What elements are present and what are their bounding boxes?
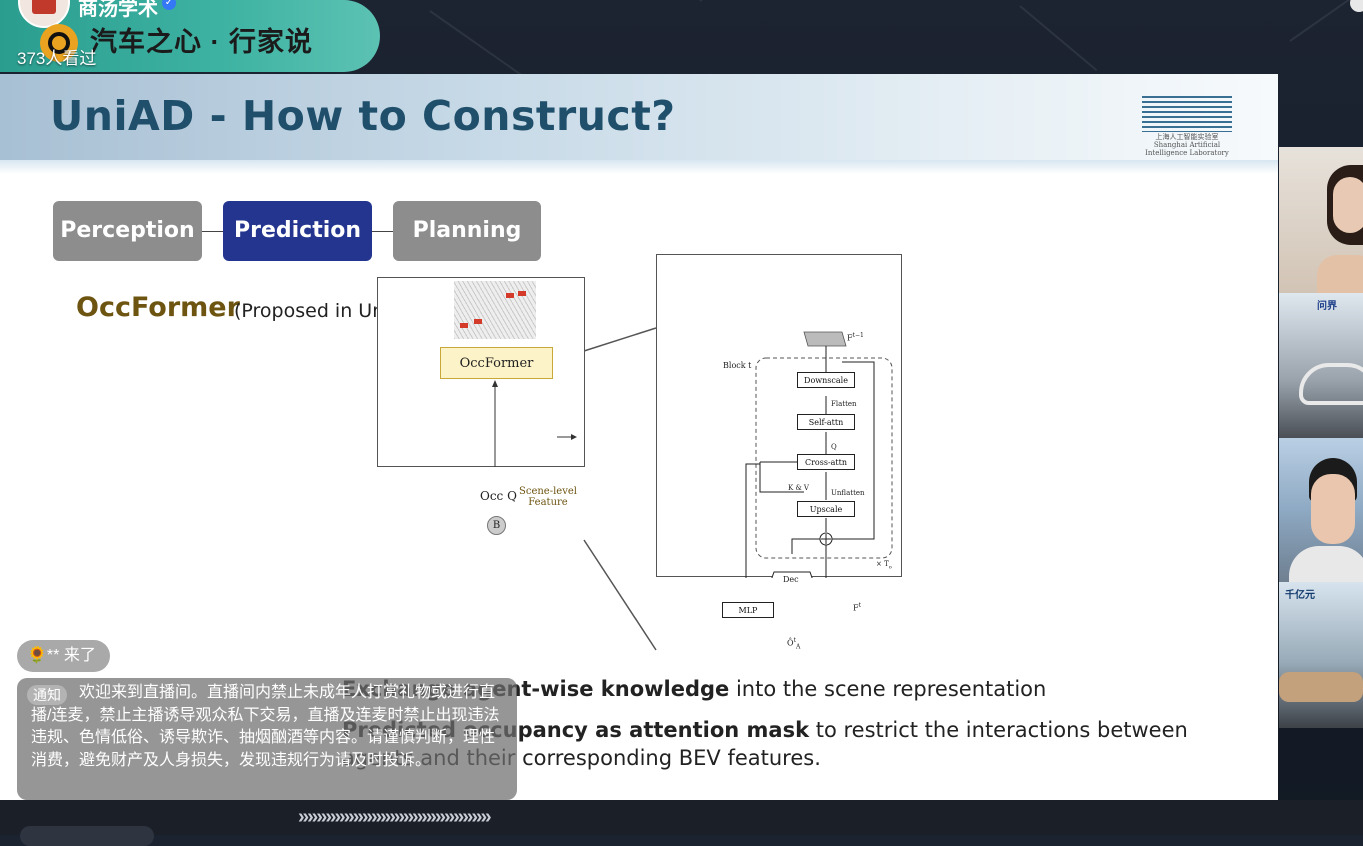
- occ-q-label: Occ Q: [480, 489, 517, 503]
- guest-camera-feed: [1279, 438, 1363, 582]
- sunflower-icon: 🌻: [27, 647, 47, 664]
- o-output-sub: A: [795, 643, 801, 651]
- presenter-shoulder: [1317, 255, 1363, 293]
- o-output-sup: t: [793, 637, 796, 644]
- f-output-label: Ft: [853, 602, 861, 613]
- b-node: B: [487, 516, 506, 535]
- brand-logo-icon: [26, 22, 88, 62]
- channel-name[interactable]: 商汤学术: [78, 0, 158, 20]
- viewer-count: 373人看过: [17, 49, 97, 68]
- occformer-detail-box: [656, 254, 902, 577]
- car-seat: [1279, 672, 1363, 702]
- self-attn-block: Self-attn: [797, 414, 855, 430]
- presenter-camera-feed: [1279, 147, 1363, 293]
- stage-perception: Perception: [53, 201, 202, 261]
- repeat-label: × To: [876, 560, 892, 570]
- q-label: Q: [831, 443, 837, 451]
- steering-wheel: [1299, 363, 1363, 405]
- slide-header-band: [0, 74, 1278, 160]
- f-output-text: F: [853, 603, 859, 613]
- join-message: 🌻** 来了: [17, 640, 110, 672]
- stage-connector: [372, 231, 393, 232]
- occupied-cell: [518, 291, 526, 296]
- downscale-block: Downscale: [797, 372, 855, 388]
- scene-level-text: Scene-level: [519, 486, 577, 497]
- verified-icon: ✓: [162, 0, 176, 10]
- kv-label: K & V: [788, 484, 809, 492]
- guest-shirt: [1289, 546, 1363, 582]
- occformer-subheading: (Proposed in UniAD): [234, 300, 425, 322]
- stage-prediction: Prediction: [223, 201, 372, 261]
- o-output-label: ÔtA: [787, 637, 800, 650]
- occupied-cell: [474, 319, 482, 324]
- presenter-face: [1333, 177, 1363, 233]
- unflatten-label: Unflatten: [831, 489, 865, 497]
- lab-logo-text: 上海人工智能实验室 Shanghai Artificial Intelligen…: [1145, 133, 1229, 157]
- f-input-label: Ft−1: [847, 332, 864, 343]
- dec-label: Dec: [783, 575, 799, 584]
- brand-ring-inner: [48, 32, 70, 54]
- stage-planning: Planning: [393, 201, 541, 261]
- repeat-text: × T: [876, 560, 889, 568]
- brand-text: 汽车之心 · 行家说: [90, 27, 313, 57]
- bullet-2-rest: to restrict the interactions between: [809, 718, 1188, 742]
- occformer-detail-diagram: [745, 331, 893, 578]
- system-notice: 通知 欢迎来到直播间。直播间内禁止未成年人打赏礼物或进行直播/连麦，禁止主播诱导…: [17, 678, 517, 800]
- guest-face: [1311, 474, 1355, 544]
- chevron-strip-icon: »»»»»»»»»»»»»»»»»»»»»: [298, 806, 492, 828]
- lab-logo-mark: [1142, 96, 1232, 132]
- mlp-block: MLP: [722, 602, 774, 618]
- close-icon[interactable]: [1350, 0, 1363, 12]
- occupied-cell: [460, 323, 468, 328]
- slide-header-divider: [0, 160, 1278, 174]
- occupied-cell: [506, 293, 514, 298]
- car-ad-2-text: 千亿元: [1285, 590, 1315, 601]
- f-output-sup: t: [858, 602, 861, 609]
- bullet-1-rest: into the scene representation: [729, 677, 1047, 701]
- f-input-sup: t−1: [852, 332, 864, 339]
- slide-title: UniAD - How to Construct?: [50, 92, 676, 140]
- car-ad-brand: 问界: [1317, 301, 1337, 312]
- upscale-block: Upscale: [797, 501, 855, 517]
- occ-q-text: Occ Q: [480, 489, 517, 503]
- repeat-sub: o: [888, 564, 892, 571]
- shanghai-ai-lab-logo: 上海人工智能实验室 Shanghai Artificial Intelligen…: [1140, 92, 1234, 157]
- f-input-text: F: [847, 333, 853, 343]
- bev-occupancy-map: [454, 281, 536, 339]
- channel-banner[interactable]: 商汤学术 ✓ 汽车之心 · 行家说: [0, 0, 380, 72]
- notice-text: 欢迎来到直播间。直播间内禁止未成年人打赏礼物或进行直播/连麦，禁止主播诱导观众私…: [31, 684, 500, 769]
- bottom-bar: [0, 800, 1363, 835]
- feature-text: Feature: [528, 497, 568, 508]
- occformer-block: OccFormer: [440, 347, 553, 379]
- join-text: ** 来了: [46, 647, 96, 664]
- block-label: Block t: [723, 361, 752, 370]
- overview-arrows: [492, 380, 577, 467]
- bottom-pill[interactable]: [20, 826, 154, 846]
- flatten-label: Flatten: [831, 400, 857, 408]
- o-output-text: Ô: [787, 638, 794, 648]
- car-ad-2-feed: 千亿元: [1279, 582, 1363, 728]
- occformer-heading: OccFormer: [76, 292, 240, 323]
- cross-attn-block: Cross-attn: [797, 454, 855, 470]
- car-interior-ad-feed: 问界: [1279, 293, 1363, 438]
- stage-connector: [202, 231, 223, 232]
- notice-tag: 通知: [27, 685, 67, 705]
- avatar-logo: [32, 0, 56, 14]
